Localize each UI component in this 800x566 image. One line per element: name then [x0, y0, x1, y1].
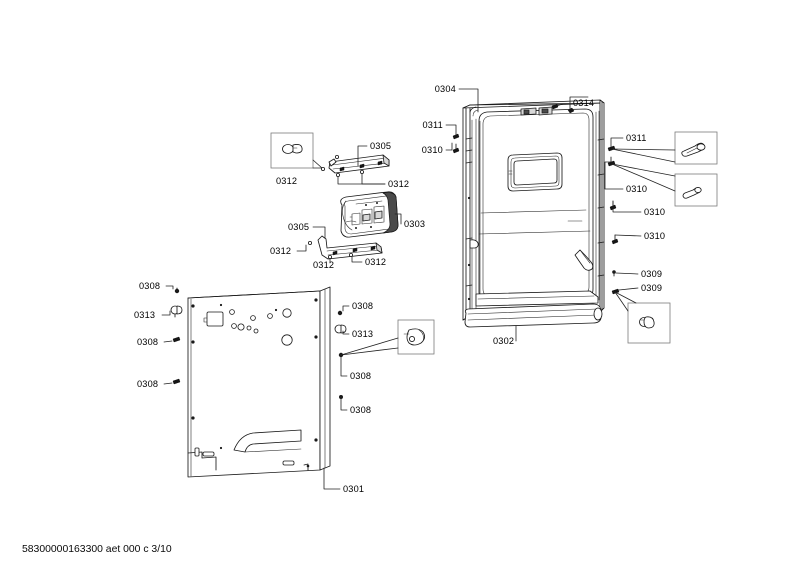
- label-0314: 0314: [573, 98, 594, 108]
- label-0312-d: 0312: [313, 260, 334, 270]
- trim-strip-upper: [328, 154, 390, 174]
- document-footer-text: 58300000163300 aet 000 c 3/10: [22, 544, 172, 555]
- label-0308-d: 0308: [352, 301, 373, 311]
- label-0313-b: 0313: [352, 329, 373, 339]
- label-0313-a: 0313: [134, 310, 155, 320]
- leader-lines: [161, 88, 642, 490]
- door-right-hinge-ticks: [597, 138, 605, 277]
- callout-box-0309: [614, 291, 671, 344]
- screw-detail-0311: [681, 142, 706, 157]
- callout-box-0313: [340, 319, 435, 356]
- label-0308-c: 0308: [137, 379, 158, 389]
- grommet-right-glyph: [334, 324, 347, 334]
- door-window-recess: [507, 152, 563, 192]
- label-0310-right: 0310: [626, 184, 647, 194]
- door-left-rail: [469, 106, 481, 313]
- callout-leaders-right: [611, 148, 676, 192]
- door-left-latch-bulge: [469, 239, 479, 249]
- label-0310-c: 0310: [644, 207, 665, 217]
- label-0309-b: 0309: [641, 283, 662, 293]
- top-bracket-hardware: [520, 103, 564, 116]
- screw-0310-d-glyph: [611, 234, 619, 245]
- screw-0314-glyph: [567, 103, 575, 114]
- door-bottom-trim: [464, 303, 603, 328]
- screw-0310-right-glyph: [607, 156, 616, 167]
- label-0308-e: 0308: [350, 371, 371, 381]
- label-0308-b: 0308: [137, 337, 158, 347]
- panel-bottom-channel: [187, 429, 310, 471]
- control-module-internals: [345, 200, 385, 229]
- part-number-labels: 0304 0314 0311 0310 0311 0310 0310 0310 …: [134, 84, 665, 494]
- grommet-detail-0309: [639, 316, 655, 329]
- label-0311-right: 0311: [626, 133, 647, 143]
- label-0302: 0302: [493, 336, 514, 346]
- label-0312-b: 0312: [388, 179, 409, 189]
- door-right-rail: [595, 110, 600, 303]
- label-0301: 0301: [343, 484, 364, 494]
- door-bottom-lip: [475, 290, 599, 307]
- label-0305-lower: 0305: [288, 222, 309, 232]
- trim-strip-lower: [317, 235, 383, 260]
- inner-door-panel: [187, 286, 331, 478]
- label-0310-left: 0310: [422, 145, 443, 155]
- label-0304: 0304: [435, 84, 456, 94]
- label-0312-e: 0312: [365, 257, 386, 267]
- screw-detail-0310: [682, 186, 702, 199]
- clip-markers-upper: [334, 154, 364, 177]
- grommet-detail-0313: [403, 328, 426, 346]
- label-0308-f: 0308: [350, 405, 371, 415]
- label-0312-a: 0312: [276, 176, 297, 186]
- door-left-hinge-ticks: [465, 137, 473, 301]
- label-0311-left: 0311: [422, 120, 443, 130]
- screw-0310-left-glyph: [452, 143, 460, 154]
- screw-0309-b-glyph: [611, 288, 620, 295]
- panel-holes: [191, 298, 318, 450]
- label-0305-upper: 0305: [370, 141, 391, 151]
- screw-0309-a-glyph: [612, 270, 616, 277]
- label-0303: 0303: [404, 219, 425, 229]
- clip-markers-lower: [307, 240, 353, 259]
- screw-0311-right-glyph: [607, 145, 616, 152]
- door-seam-lines: [478, 209, 591, 235]
- callout-box-0312: [270, 132, 325, 171]
- door-inner-skin: [478, 108, 594, 301]
- door-assembly-group: [462, 99, 605, 328]
- control-module: [340, 191, 399, 238]
- label-0309-a: 0309: [641, 269, 662, 279]
- callout-box-0310: [674, 173, 718, 207]
- clip-detail-0312: [282, 144, 303, 154]
- grommet-left-glyph: [170, 305, 183, 318]
- label-0308-a: 0308: [139, 281, 160, 291]
- label-0310-d: 0310: [644, 231, 665, 241]
- callout-box-0311: [674, 131, 718, 165]
- door-latch-bulge: [574, 249, 594, 271]
- label-0312-c: 0312: [270, 246, 291, 256]
